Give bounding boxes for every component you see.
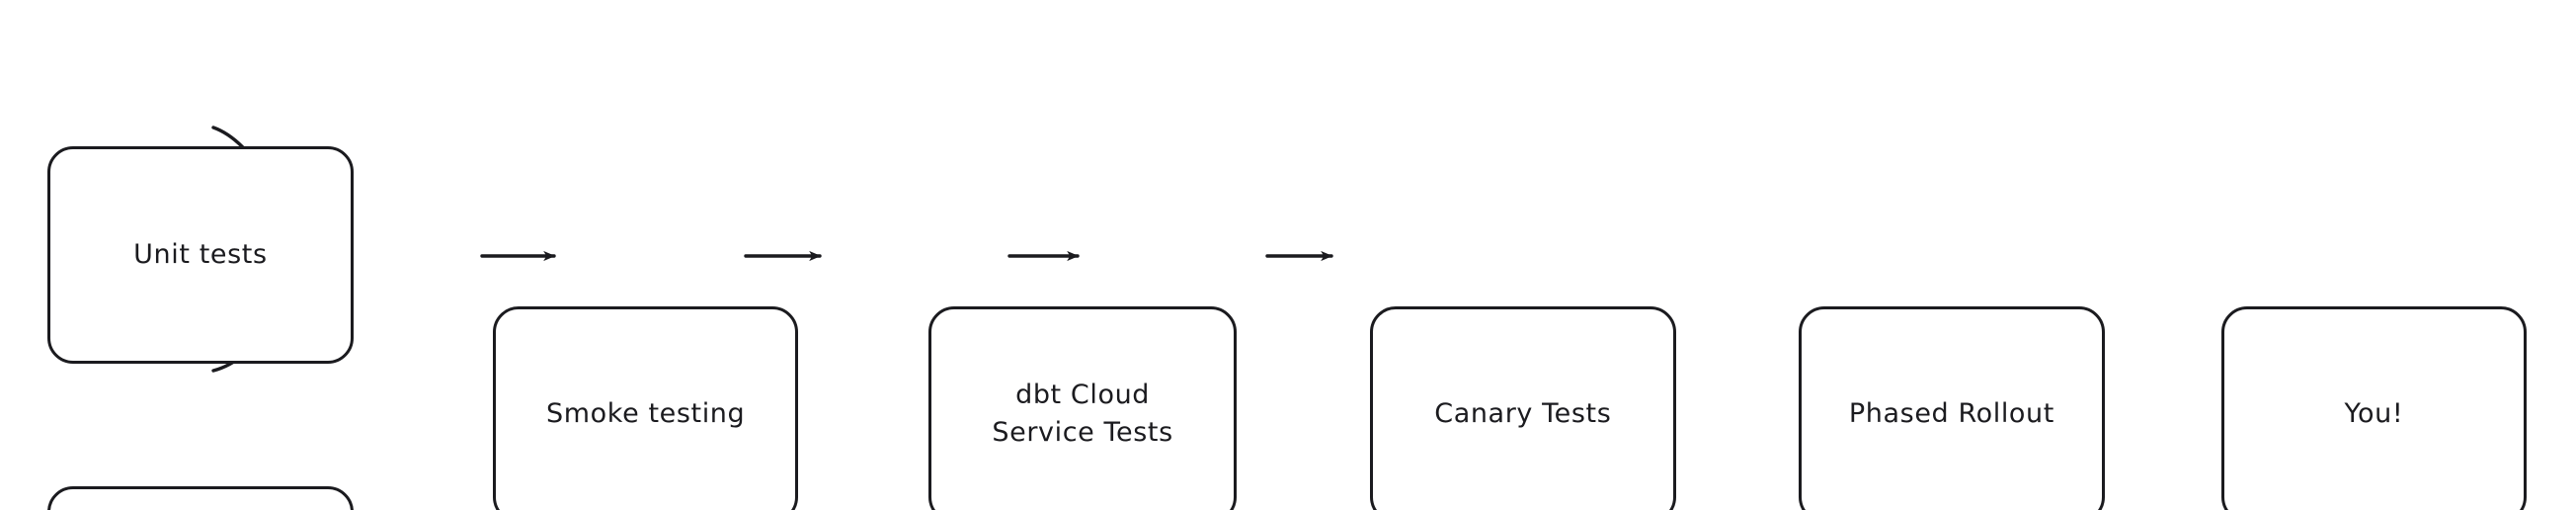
node-label-canary-tests: Canary Tests — [1434, 398, 1612, 430]
node-functional-tests[interactable]: Functional tests — [47, 485, 354, 510]
node-you[interactable]: You! — [2220, 305, 2528, 510]
node-smoke-testing[interactable]: Smoke testing — [492, 305, 799, 510]
node-label-dbt-cloud-service-tests: dbt Cloud Service Tests — [992, 379, 1173, 449]
node-dbt-cloud-service-tests[interactable]: dbt Cloud Service Tests — [927, 305, 1238, 510]
node-canary-tests[interactable]: Canary Tests — [1370, 305, 1676, 510]
node-label-smoke-testing: Smoke testing — [546, 398, 746, 430]
node-phased-rollout[interactable]: Phased Rollout — [1799, 305, 2105, 510]
node-label-you: You! — [2344, 398, 2404, 430]
node-unit-tests[interactable]: Unit tests — [47, 146, 354, 364]
node-label-unit-tests: Unit tests — [133, 238, 268, 270]
node-label-phased-rollout: Phased Rollout — [1848, 398, 2054, 430]
